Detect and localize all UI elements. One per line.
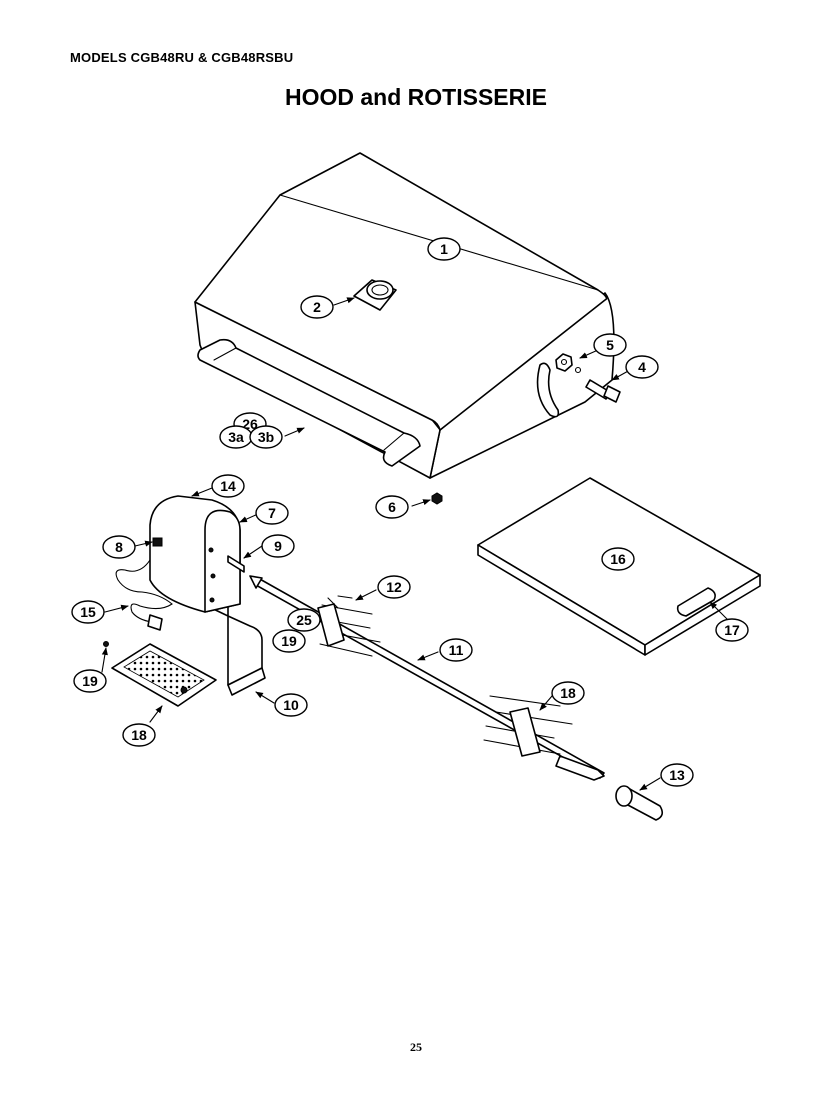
cover-handle [676,587,716,617]
svg-text:11: 11 [449,642,464,658]
nut-6 [431,492,443,505]
callout-16: 16 [601,547,635,571]
callout-25: 25 [287,608,321,632]
svg-text:5: 5 [606,337,614,353]
callout-18-left: 18 [122,723,156,747]
spit-rod [253,577,605,779]
callout-2: 2 [300,295,334,319]
bolt-4 [585,379,621,403]
page-number: 25 [410,1040,422,1054]
callout-9: 9 [261,534,295,558]
callout-11: 11 [439,638,473,662]
svg-text:17: 17 [724,622,740,638]
svg-text:10: 10 [283,697,299,713]
hood-top [194,152,608,431]
svg-text:19: 19 [281,633,297,649]
svg-text:1: 1 [440,241,448,257]
callout-19-left: 19 [73,669,107,693]
spit-handle [615,785,664,821]
svg-text:12: 12 [386,579,402,595]
callout-13: 13 [660,763,694,787]
callout-17: 17 [715,618,749,642]
diagram-title: HOOD and ROTISSERIE [285,84,547,110]
callout-18-right: 18 [551,681,585,705]
svg-text:6: 6 [388,499,396,515]
svg-text:15: 15 [80,604,96,620]
callout-5: 5 [593,333,627,357]
callout-19-right: 19 [272,629,306,653]
svg-text:3b: 3b [258,429,274,445]
callout-6: 6 [375,495,409,519]
callout-10: 10 [274,693,308,717]
motor-shaft [227,555,245,573]
rotisserie-motor [115,495,266,696]
grate-left [103,641,217,707]
power-cord [115,559,173,623]
nut-5 [555,353,573,372]
callout-15: 15 [71,600,105,624]
callout-1: 1 [427,237,461,261]
svg-text:9: 9 [274,538,282,554]
svg-text:25: 25 [296,612,312,628]
thermometer-gauge [353,279,397,311]
callout-3a: 3a [219,425,253,449]
hood-assembly [194,152,621,505]
svg-text:4: 4 [638,359,646,375]
svg-text:16: 16 [610,551,626,567]
callout-7: 7 [255,501,289,525]
svg-text:3a: 3a [228,429,244,445]
svg-text:2: 2 [313,299,321,315]
spit-rod-assembly [249,575,605,781]
svg-text:7: 7 [268,505,276,521]
fork-12 [315,595,381,657]
callout-3b: 3b [249,425,283,449]
callout-4: 4 [625,355,659,379]
callout-8: 8 [102,535,136,559]
leader-arrows [101,297,731,791]
svg-text:18: 18 [560,685,576,701]
models-heading: MODELS CGB48RU & CGB48RSBU [70,50,294,65]
callout-14: 14 [211,474,245,498]
fork-18-right [483,695,573,757]
svg-text:18: 18 [131,727,147,743]
svg-text:14: 14 [220,478,236,494]
callout-12: 12 [377,575,411,599]
svg-text:8: 8 [115,539,123,555]
svg-text:19: 19 [82,673,98,689]
motor-switch [152,537,163,547]
svg-text:13: 13 [669,767,685,783]
